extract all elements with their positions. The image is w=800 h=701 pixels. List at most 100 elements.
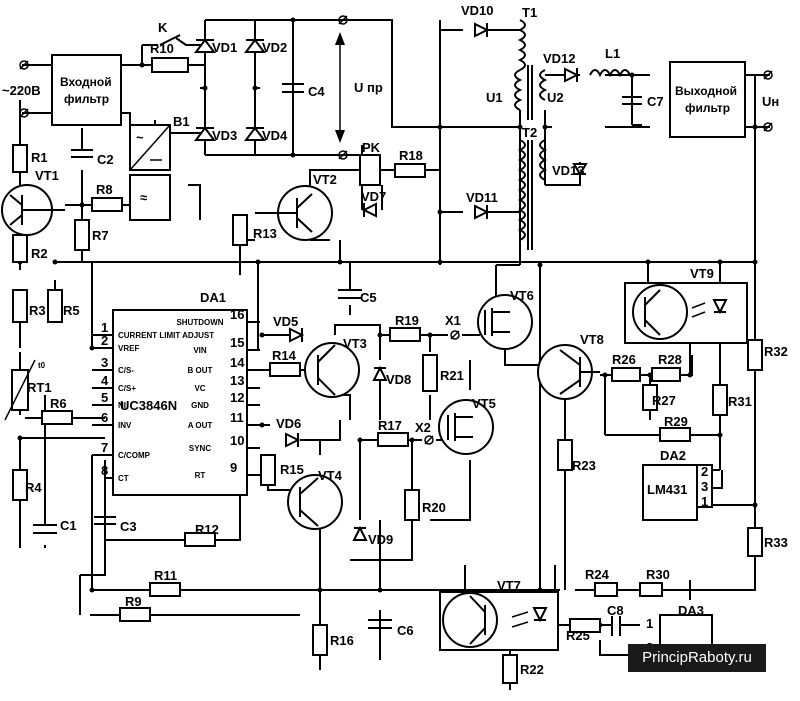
transistor-vt1 [1,184,65,236]
resistor-r17 [377,432,409,447]
resistor-r16 [312,624,328,656]
ic-pin-12-name: GND [191,401,209,410]
ic-pin-5-name: NI [118,401,126,410]
da2-pin-3: 3 [701,479,708,494]
label-pk: PK [362,140,381,155]
ic-pin-8-name: CT [118,474,129,483]
label-c1: C1 [60,518,77,533]
ic-pin-4-name: C/S+ [118,384,136,393]
label-r17: R17 [378,418,402,433]
label-vd1: VD1 [212,40,237,55]
label-vd3: VD3 [212,128,237,143]
label-r1: R1 [31,150,48,165]
label-t2: T2 [522,125,537,140]
label-r18: R18 [399,148,423,163]
ic-da1 [112,309,248,496]
label-r7: R7 [92,228,109,243]
resistor-r14 [269,362,301,377]
ic-pin-12-number: 12 [230,390,244,405]
label-vd10: VD10 [461,3,494,18]
diode-vd5 [289,327,305,343]
label-rt1: RT1 [27,380,52,395]
capacitor-c2 [71,149,93,158]
label-l1: L1 [605,46,620,61]
ic-pin-1-number: 1 [101,320,108,335]
label-r5: R5 [63,303,80,318]
ic-pin-15-number: 15 [230,335,244,350]
diode-vd10 [474,22,490,38]
wires [19,19,770,690]
label-c5: C5 [360,290,377,305]
ic-da2 [642,464,713,521]
resistor-r30 [639,582,663,597]
ic-pin-16-name: SHUTDOWN [176,318,223,327]
label-c8: C8 [607,603,624,618]
resistor-r10 [151,57,189,73]
label-r19: R19 [395,313,419,328]
label-vt2: VT2 [313,172,337,187]
ic-pin-10-number: 10 [230,433,244,448]
resistor-r18 [394,163,426,178]
b1-converter: ~ ≈ [129,124,171,221]
label-r33: R33 [764,535,788,550]
diode-vd11 [474,204,490,220]
resistor-r32 [747,339,763,371]
resistor-r3 [12,289,28,323]
resistor-r1 [12,144,28,173]
label-r15: R15 [280,462,304,477]
resistor-r25 [569,618,601,633]
capacitor-c3 [94,516,116,525]
resistor-r7 [74,219,90,251]
mains-label: ~220В [2,83,41,98]
capacitor-c7 [622,96,642,105]
mosfet-vt6 [477,294,533,350]
label-c4: C4 [308,84,325,99]
label-t1: T1 [522,5,537,20]
output-filter-label-2: фильтр [685,101,730,115]
ic-pin-13-name: VC [194,384,205,393]
resistor-r13 [232,214,248,246]
label-vt8: VT8 [580,332,604,347]
ic-pin-6-name: INV [118,421,132,430]
output-filter-label-1: Выходной [675,84,737,98]
terminals [19,15,773,445]
resistor-r27 [642,384,658,411]
u-pr-label: U пр [354,80,383,95]
label-r4: R4 [25,480,42,495]
label-r8: R8 [96,182,113,197]
da2-pin-1: 1 [701,494,708,509]
label-vd8: VD8 [386,372,411,387]
capacitor-c8 [611,616,621,636]
label-da3: DA3 [678,603,704,618]
resistor-r24 [594,582,618,597]
ic-pin-7-name: C/COMP [118,451,151,460]
ic-part-number: UC3846N [120,398,177,413]
label-vd13: VD13 [552,163,585,178]
diode-vd13 [572,163,588,176]
ic-pin-10-name: SYNC [189,444,211,453]
transformer-t2 [517,139,548,250]
diode-vd7 [361,202,377,218]
resistor-r9 [119,607,151,622]
label-r6: R6 [50,396,67,411]
label-r11: R11 [154,568,177,583]
capacitor-c5 [338,289,362,299]
label-r9: R9 [125,594,142,609]
label-k: K [158,20,168,35]
inductor-l1 [589,69,631,78]
label-r12: R12 [195,522,219,537]
input-filter-block: Входной фильтр [51,54,122,126]
label-r25: R25 [566,628,590,643]
ic-pin-15-name: VIN [193,346,207,355]
resistor-r22 [502,654,518,684]
optocoupler-vt7 [439,591,559,651]
label-r30: R30 [646,567,670,582]
ic-pin-6-number: 6 [101,410,108,425]
resistor-r20 [404,489,420,521]
label-vt3: VT3 [343,336,367,351]
ic-pin-2-name: VREF [118,344,139,353]
ic-pin-7-number: 7 [101,440,108,455]
ic-pin-14-number: 14 [230,355,245,370]
resistor-r6 [41,410,73,425]
